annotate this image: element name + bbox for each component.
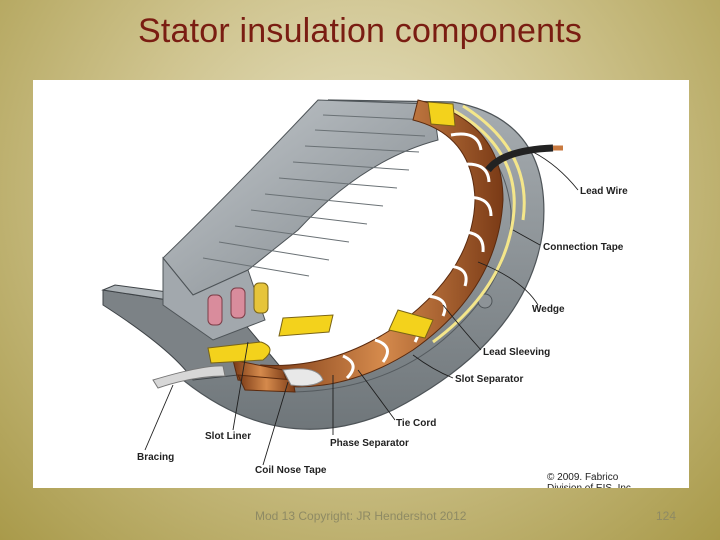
copyright-line2: Division of EIS, Inc. xyxy=(547,483,634,488)
slide-footer: Mod 13 Copyright: JR Hendershot 2012 xyxy=(255,509,467,523)
label-lead-wire: Lead Wire xyxy=(580,186,628,197)
copyright-line1: © 2009. Fabrico xyxy=(547,472,619,483)
page-number: 124 xyxy=(656,509,677,523)
lead-wire xyxy=(485,144,563,173)
wedges xyxy=(207,101,456,364)
label-wedge: Wedge xyxy=(532,304,565,315)
winding-end-turns xyxy=(232,99,526,393)
stator-drawing xyxy=(101,99,579,466)
label-slot-liner: Slot Liner xyxy=(205,431,252,442)
label-phase-separator: Phase Separator xyxy=(330,438,409,449)
label-bracing: Bracing xyxy=(137,452,175,463)
label-lead-sleeving: Lead Sleeving xyxy=(483,347,551,358)
label-slot-separator: Slot Separator xyxy=(455,374,524,385)
label-tie-cord: Tie Cord xyxy=(396,418,437,429)
slide-title: Stator insulation components xyxy=(137,12,583,50)
label-coil-nose-tape: Coil Nose Tape xyxy=(255,465,327,476)
label-connection-tape: Connection Tape xyxy=(543,242,624,253)
bracing-strip xyxy=(152,365,226,389)
stator-illustration: Lead Wire Connection Tape Wedge Lead Sle… xyxy=(33,80,689,488)
stator-teeth xyxy=(162,99,439,341)
leader-lines xyxy=(144,151,579,466)
